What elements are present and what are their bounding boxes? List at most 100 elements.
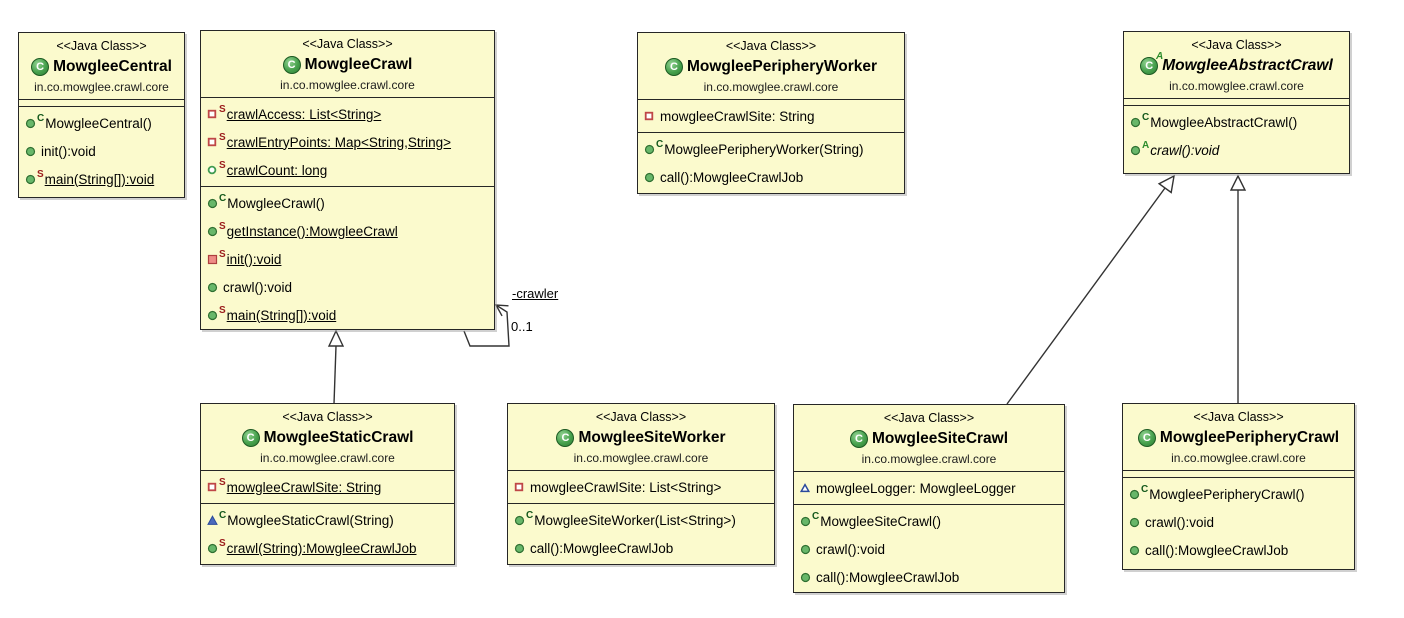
field-private-icon: [207, 109, 219, 119]
method-public-icon: [207, 198, 219, 209]
method-public-icon: [207, 226, 219, 237]
class-name: MowgleeCentral: [53, 58, 172, 75]
modifier-s: S: [219, 159, 226, 171]
class-icon: C: [1137, 429, 1156, 447]
method-public-icon: [800, 572, 812, 583]
generalization-arrow-staticcrawl-to-crawl: [327, 329, 345, 405]
modifier-c: C: [219, 192, 227, 204]
class-mowglee-site-crawl[interactable]: <<Java Class>> C MowgleeSiteCrawl in.co.…: [793, 404, 1065, 593]
class-icon: C: [241, 429, 260, 447]
member-label: mowgleeCrawlSite: String: [660, 108, 815, 124]
member-label: MowgleeSiteCrawl(): [820, 513, 942, 529]
method-public-icon: [207, 310, 219, 321]
method-public-icon: [25, 146, 37, 157]
class-icon: C: [849, 430, 868, 448]
member-label: call():MowgleeCrawlJob: [530, 540, 674, 556]
method-public-icon: [1129, 489, 1141, 500]
modifier-c: C: [656, 138, 664, 150]
stereotype: <<Java Class>>: [302, 37, 393, 51]
member-label: call():MowgleeCrawlJob: [660, 169, 804, 185]
fields-compartment: [19, 99, 184, 106]
class-mowglee-crawl[interactable]: <<Java Class>> C MowgleeCrawl in.co.mowg…: [200, 30, 495, 330]
member-label: main(String[]):void: [226, 307, 337, 323]
field-private-icon: [644, 111, 656, 121]
package-name: in.co.mowglee.crawl.core: [1171, 451, 1306, 465]
stereotype: <<Java Class>>: [725, 39, 817, 53]
class-mowglee-central[interactable]: <<Java Class>> C MowgleeCentral in.co.mo…: [18, 32, 185, 198]
association-role-label: -crawler: [512, 286, 559, 301]
field-private-icon: [207, 482, 219, 492]
package-name: in.co.mowglee.crawl.core: [703, 80, 839, 94]
member-label: MowgleeCrawl(): [227, 195, 325, 211]
generalization-arrow-sitecrawl-to-abstractcrawl: [1006, 174, 1175, 405]
method-public-icon: [800, 544, 812, 555]
fields-compartment: [1123, 470, 1354, 477]
member-label: mowgleeLogger: MowgleeLogger: [816, 480, 1016, 496]
member-label: call():MowgleeCrawlJob: [1145, 542, 1289, 558]
modifier-c: C: [812, 510, 820, 522]
field-row: mowgleeCrawlSite: List<String>: [508, 473, 774, 501]
modifier-s: S: [219, 103, 226, 115]
method-public-icon: [25, 118, 37, 129]
class-header: <<Java Class>> C MowgleeCentral in.co.mo…: [19, 33, 184, 99]
member-label: crawlCount: long: [226, 162, 328, 178]
class-mowglee-periphery-crawl[interactable]: <<Java Class>> C MowgleePeripheryCrawl i…: [1122, 403, 1355, 570]
method-public-icon: [644, 144, 656, 155]
package-name: in.co.mowglee.crawl.core: [861, 452, 997, 466]
stereotype: <<Java Class>>: [1193, 410, 1284, 424]
method-public-icon: [1130, 117, 1142, 128]
member-label: crawlEntryPoints: Map<String,String>: [226, 134, 452, 150]
class-mowglee-static-crawl[interactable]: <<Java Class>> C MowgleeStaticCrawl in.c…: [200, 403, 455, 565]
class-mowglee-site-worker[interactable]: <<Java Class>> C MowgleeSiteWorker in.co…: [507, 403, 775, 565]
member-label: MowgleeAbstractCrawl(): [1150, 114, 1298, 130]
modifier-s: S: [219, 248, 226, 260]
class-header: <<Java Class>> C MowgleePeripheryWorker …: [638, 33, 904, 99]
method-private-icon: [207, 254, 219, 265]
method-public-icon: [207, 543, 219, 554]
modifier-c: C: [1142, 111, 1150, 123]
class-icon: C: [31, 58, 50, 76]
stereotype: <<Java Class>>: [56, 39, 147, 53]
member-label: mowgleeCrawlSite: List<String>: [530, 479, 722, 495]
modifier-a: A: [1142, 139, 1150, 151]
modifier-s: S: [219, 537, 226, 549]
field-package-icon: [800, 483, 812, 493]
modifier-s: S: [219, 304, 226, 316]
method-public-icon: [800, 516, 812, 527]
method-public-icon: [514, 543, 526, 554]
fields-compartment: mowgleeCrawlSite: String: [638, 99, 904, 132]
method-public-icon: [644, 172, 656, 183]
package-name: in.co.mowglee.crawl.core: [573, 451, 709, 465]
method-row: call():MowgleeCrawlJob: [638, 163, 904, 191]
field-private-icon: [207, 137, 219, 147]
method-row: crawl():void: [201, 273, 494, 301]
field-private-icon: [514, 482, 526, 492]
modifier-s: S: [219, 131, 226, 143]
class-mowglee-periphery-worker[interactable]: <<Java Class>> C MowgleePeripheryWorker …: [637, 32, 905, 194]
association-multiplicity-label: 0..1: [511, 319, 533, 334]
member-label: getInstance():MowgleeCrawl: [226, 223, 398, 239]
field-public-icon: [207, 165, 219, 175]
method-row: call():MowgleeCrawlJob: [1123, 536, 1354, 564]
member-label: call():MowgleeCrawlJob: [816, 569, 960, 585]
method-row: call():MowgleeCrawlJob: [508, 534, 774, 562]
member-label: crawlAccess: List<String>: [226, 106, 382, 122]
